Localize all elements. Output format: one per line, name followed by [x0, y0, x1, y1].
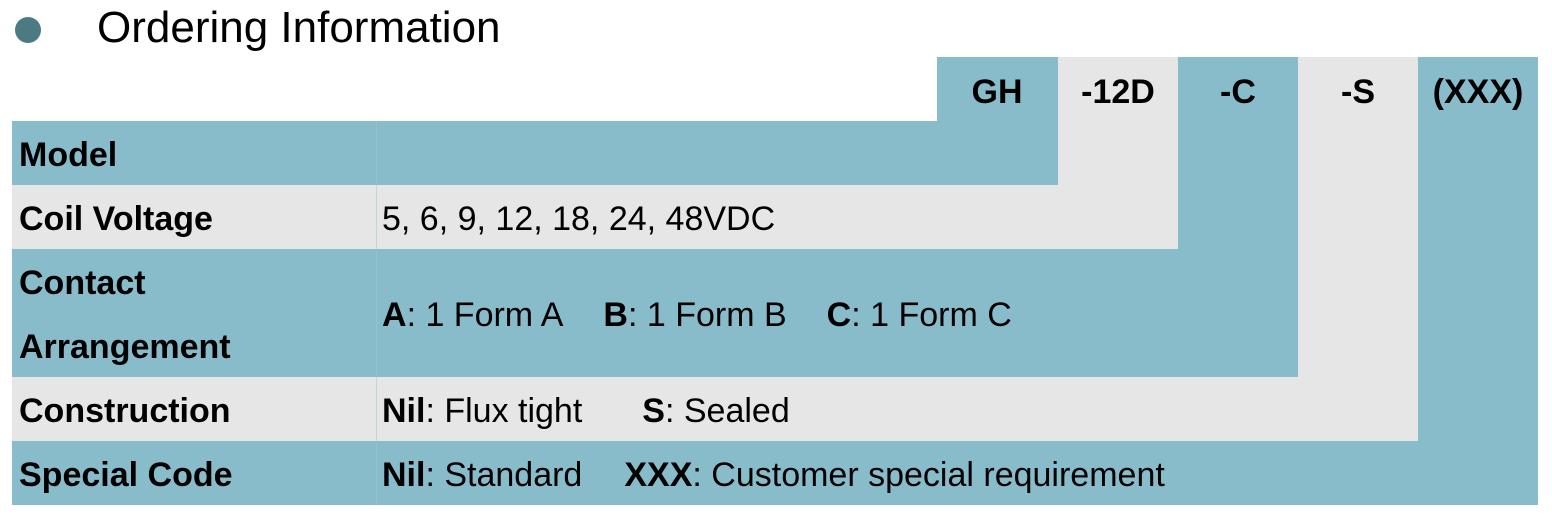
option-text: : Sealed: [664, 392, 790, 430]
value-construction: Nil: Flux tight S: Sealed: [382, 379, 790, 443]
code-special: (XXX): [1432, 73, 1524, 111]
code-model: GH: [971, 73, 1023, 111]
option-text: : 1 Form C: [851, 296, 1012, 334]
code-coil-voltage: -12D: [1081, 73, 1155, 111]
label-contact-line1: Contact: [19, 264, 146, 302]
option-text: : Flux tight: [425, 392, 583, 430]
option-key: XXX: [624, 456, 693, 494]
option-key: A: [382, 296, 407, 334]
code-column-gh: [937, 57, 1058, 185]
row-coil-band: [12, 185, 1178, 249]
option-key: B: [603, 296, 628, 334]
code-column-special: [1418, 57, 1538, 505]
code-construction: -S: [1341, 73, 1375, 111]
value-contact: A: 1 Form A B: 1 Form B C: 1 Form C: [382, 283, 1012, 347]
option-text: : 1 Form B: [627, 296, 787, 334]
column-divider: [376, 121, 377, 505]
option-text: : Standard: [425, 456, 583, 494]
label-coil-voltage: Coil Voltage: [19, 200, 213, 238]
value-coil-voltage: 5, 6, 9, 12, 18, 24, 48VDC: [382, 200, 776, 238]
label-contact-line2: Arrangement: [19, 328, 231, 366]
code-contact: -C: [1220, 73, 1256, 111]
row-special-band: [12, 441, 1538, 505]
label-special-code: Special Code: [19, 456, 233, 494]
bullet-icon: [15, 17, 41, 43]
row-contact-band: [12, 249, 1298, 377]
value-special-code: Nil: Standard XXX: Customer special requi…: [382, 443, 1165, 507]
option-key: S: [642, 392, 665, 430]
label-construction: Construction: [19, 392, 231, 430]
option-text: : Customer special requirement: [692, 456, 1165, 494]
option-key: C: [826, 296, 852, 334]
page-title: Ordering Information: [97, 3, 501, 52]
row-model-band: [12, 121, 937, 185]
label-model: Model: [19, 136, 118, 174]
option-text: : 1 Form A: [406, 296, 564, 334]
row-construction-band: [12, 377, 1418, 441]
option-key: Nil: [382, 456, 426, 494]
option-key: Nil: [382, 392, 426, 430]
